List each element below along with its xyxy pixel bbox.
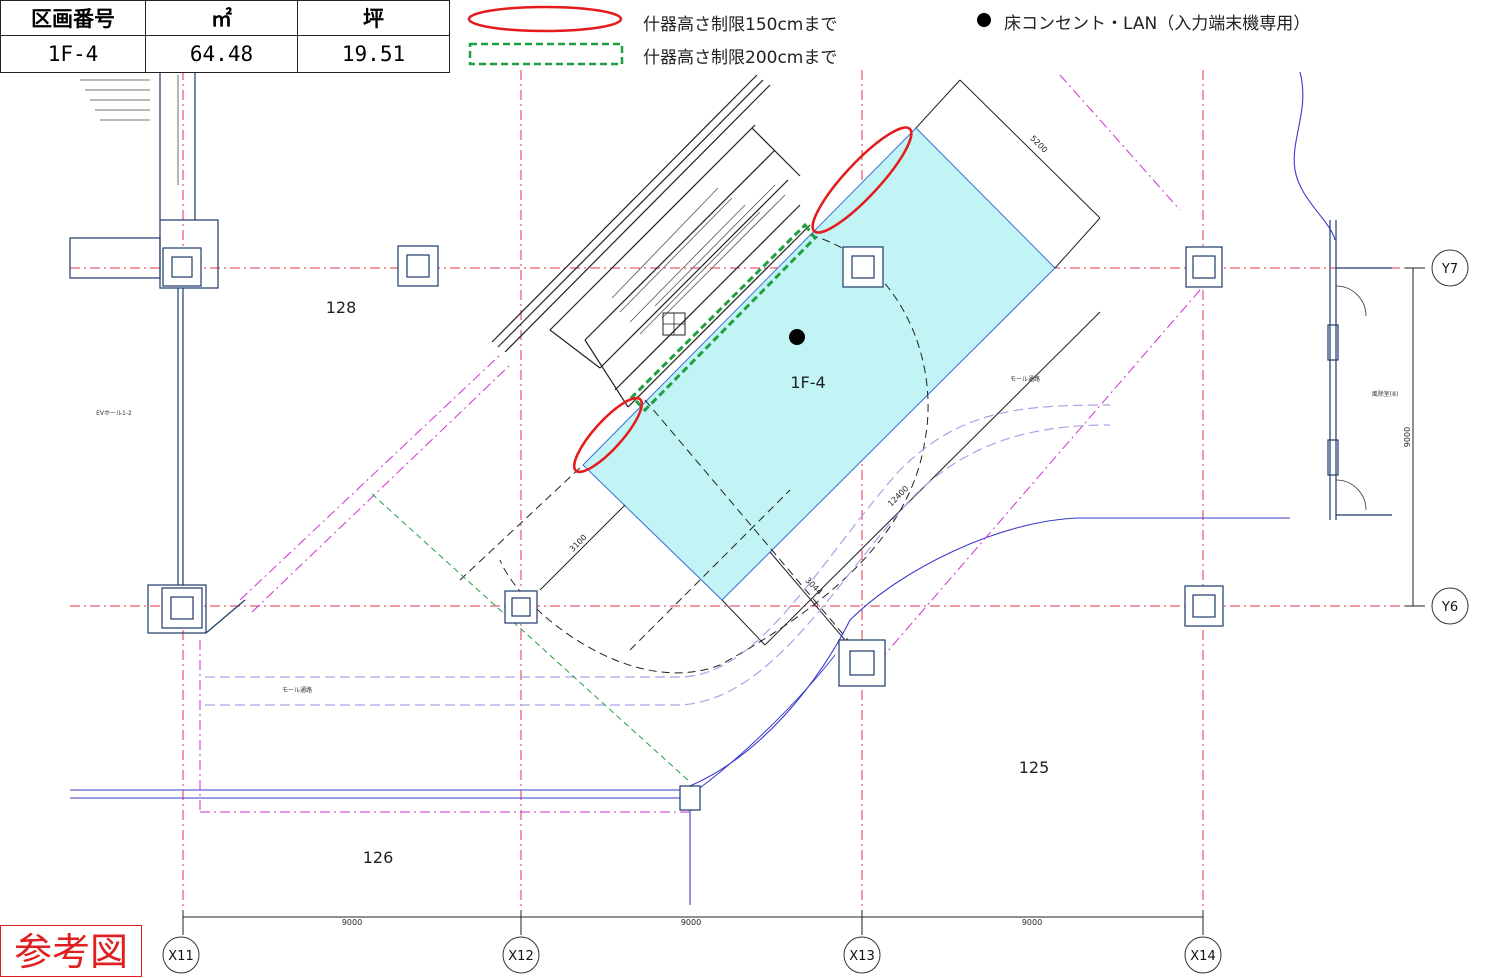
height-limit-150-ellipse-top	[811, 126, 913, 234]
legend-150-label: 什器高さ制限150cmまで	[643, 15, 838, 35]
label-mall-2: モール通路	[1010, 375, 1040, 383]
legend-green-dash-icon	[468, 42, 624, 66]
grid-bubbles	[162, 249, 1469, 974]
legend-red-ellipse-icon	[467, 5, 623, 33]
reference-stamp: 参考図	[0, 925, 142, 977]
floor-outlet-marker	[789, 329, 805, 345]
room-label-126: 126	[363, 848, 394, 867]
legend-outlet-icon	[977, 13, 991, 27]
grid-label-y6: Y6	[1441, 600, 1458, 615]
mall-corridor-lines	[205, 404, 1111, 706]
outer-dimensions	[182, 267, 1425, 935]
grid-label-x14: X14	[1190, 949, 1215, 964]
height-limit-150-ellipse-bottom	[572, 396, 644, 474]
dash-lines	[459, 399, 849, 651]
label-right-room: 風除室(8)	[1372, 390, 1399, 398]
height-limit-200-zone	[629, 222, 817, 413]
grid-label-x13: X13	[849, 949, 874, 964]
legend-200-label: 什器高さ制限200cmまで	[643, 48, 838, 68]
area-info-table: 区画番号 ㎡ 坪 1F-4 64.48 19.51	[0, 0, 450, 73]
swing-arc	[499, 234, 929, 674]
dim-y: 9000	[1403, 427, 1412, 447]
right-walls	[1327, 220, 1392, 520]
curved-blue-lower	[689, 654, 836, 796]
dimension-lines	[539, 79, 1101, 646]
dim-x-1: 9000	[342, 918, 362, 927]
right-door-arc-2	[1335, 479, 1367, 511]
magenta-lines	[199, 74, 1201, 813]
storefront-stripes	[611, 184, 786, 335]
left-walls	[69, 70, 246, 634]
blue-wall-lines	[70, 71, 1336, 905]
header-sqm: ㎡	[145, 0, 298, 36]
dim-3100: 3100	[568, 533, 589, 554]
value-section-no: 1F-4	[0, 35, 146, 73]
dim-x-3: 9000	[1022, 918, 1042, 927]
grid-label-y7: Y7	[1441, 262, 1458, 277]
storefront-structure	[491, 74, 811, 408]
dim-x-2: 9000	[681, 918, 701, 927]
grid-label-x11: X11	[168, 949, 193, 964]
unit-label-1f-4: 1F-4	[790, 373, 825, 392]
room-label-128: 128	[326, 298, 357, 317]
value-sqm: 64.48	[145, 35, 298, 73]
grid-label-x12: X12	[508, 949, 533, 964]
value-tsubo: 19.51	[297, 35, 450, 73]
label-mall-1: モール通路	[282, 686, 312, 694]
label-ev-hall: EVホール1-2	[96, 410, 132, 417]
header-tsubo: 坪	[297, 0, 450, 36]
room-label-125: 125	[1019, 758, 1050, 777]
header-section-no: 区画番号	[0, 0, 146, 36]
tenant-area-1f-4	[582, 127, 1056, 601]
legend-outlet-label: 床コンセント・LAN（入力端末機専用）	[1004, 14, 1311, 34]
right-door-arc	[1335, 285, 1367, 317]
stair-lines	[80, 75, 179, 185]
columns	[161, 245, 1224, 811]
dim-5200: 5200	[1028, 134, 1049, 155]
green-dash-line	[371, 493, 691, 783]
